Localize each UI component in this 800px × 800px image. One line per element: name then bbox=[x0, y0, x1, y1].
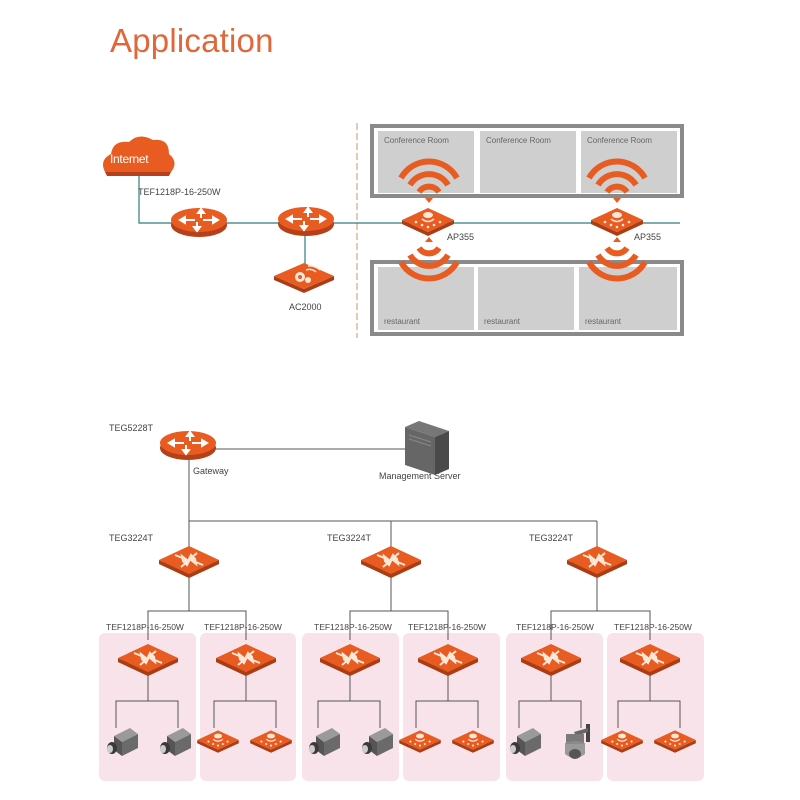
camera-icon bbox=[107, 728, 138, 756]
dome-camera-icon bbox=[565, 724, 590, 759]
internet-cloud-icon bbox=[103, 136, 175, 176]
page-title: Application bbox=[110, 22, 274, 59]
room-label: restaurant bbox=[585, 317, 622, 326]
ap-label: AP355 bbox=[447, 232, 475, 242]
aggregation-switch-label: TEG3224T bbox=[109, 533, 154, 543]
conference-room-2: Conference Room bbox=[480, 131, 576, 193]
access-switch-icon bbox=[619, 643, 681, 677]
aggregation-switch-icon bbox=[158, 545, 220, 579]
controller-label: AC2000 bbox=[289, 302, 322, 312]
access-switch-label: TEF1218P-16-250W bbox=[614, 622, 692, 632]
wifi-signal-icon bbox=[589, 161, 645, 203]
room-label: Conference Room bbox=[486, 136, 551, 145]
access-switch-icon bbox=[520, 643, 582, 677]
access-point-icon bbox=[653, 729, 697, 754]
aggregation-switch-icon bbox=[566, 545, 628, 579]
wifi-signal-icon bbox=[401, 237, 457, 279]
aggregation-switch-label: TEG3224T bbox=[327, 533, 372, 543]
camera-icon bbox=[510, 728, 541, 756]
camera-icon bbox=[160, 728, 191, 756]
server-icon bbox=[405, 421, 449, 475]
gateway-model-label: TEG5228T bbox=[109, 423, 154, 433]
server-label: Management Server bbox=[379, 471, 461, 481]
access-switch-icon bbox=[215, 643, 277, 677]
internet-label: Internet bbox=[110, 152, 149, 166]
access-point-icon bbox=[196, 729, 240, 754]
camera-icon bbox=[362, 728, 393, 756]
access-switch-icon bbox=[319, 643, 381, 677]
access-point-icon bbox=[398, 729, 442, 754]
ap-label: AP355 bbox=[634, 232, 662, 242]
aggregation-switch-label: TEG3224T bbox=[529, 533, 574, 543]
switch-icon bbox=[170, 207, 228, 238]
access-switch-icon bbox=[417, 643, 479, 677]
gateway-router-icon bbox=[159, 430, 217, 461]
room-label: Conference Room bbox=[384, 136, 449, 145]
restaurant-2: restaurant bbox=[478, 267, 574, 330]
access-switch-label: TEF1218P-16-250W bbox=[408, 622, 486, 632]
room-label: restaurant bbox=[484, 317, 521, 326]
room-label: restaurant bbox=[384, 317, 421, 326]
access-point-icon bbox=[451, 729, 495, 754]
access-switch-label: TEF1218P-16-250W bbox=[106, 622, 184, 632]
switch-model-label: TEF1218P-16-250W bbox=[138, 187, 221, 197]
aggregation-switch-icon bbox=[360, 545, 422, 579]
access-point-icon bbox=[249, 729, 293, 754]
gateway-label: Gateway bbox=[193, 466, 229, 476]
ac-controller-icon bbox=[274, 263, 334, 293]
wifi-signal-icon bbox=[401, 161, 457, 203]
access-point-icon bbox=[600, 729, 644, 754]
wifi-signal-icon bbox=[589, 237, 645, 279]
access-switch-label: TEF1218P-16-250W bbox=[314, 622, 392, 632]
switch-icon bbox=[277, 206, 335, 237]
access-switch-icon bbox=[117, 643, 179, 677]
room-label: Conference Room bbox=[587, 136, 652, 145]
access-switch-label: TEF1218P-16-250W bbox=[516, 622, 594, 632]
camera-icon bbox=[309, 728, 340, 756]
access-switch-label: TEF1218P-16-250W bbox=[204, 622, 282, 632]
